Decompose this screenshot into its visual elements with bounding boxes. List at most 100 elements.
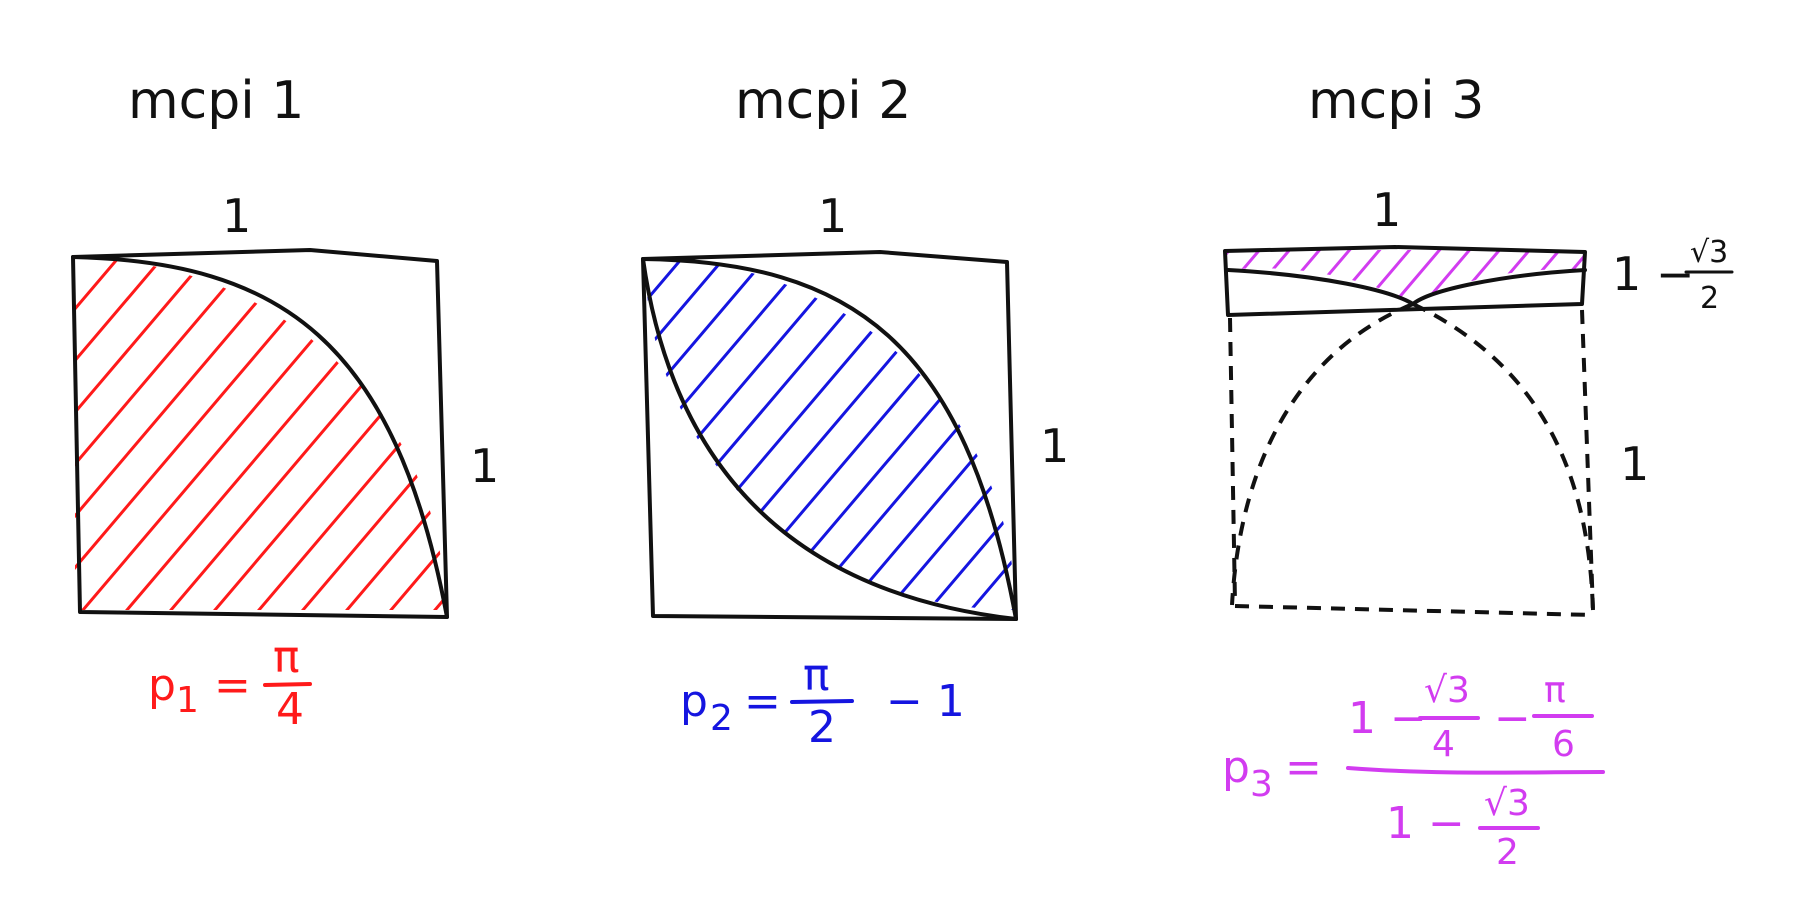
strip-label-numerator: √3 [1690,235,1728,270]
hatch-line [75,258,355,610]
hatch-line [372,258,445,610]
hatch-line [952,258,1015,610]
lower-arc [641,257,1018,621]
formula-lhs: p [1222,742,1250,793]
main-fraction-bar [1346,766,1605,775]
top-strip-rectangle [1223,245,1587,317]
hatch-line [910,258,1015,610]
panel-title: mcpi 3 [1308,71,1484,131]
formula-numerator: π [273,632,300,683]
numerator-fraction1-top: √3 [1424,670,1470,711]
hatch-line [814,240,1146,630]
numerator-fraction1-bottom: 4 [1432,724,1455,765]
hatch-line [784,258,1015,610]
formula-lhs: p [148,660,176,711]
hatch-line [0,240,2,630]
fraction-bar [263,682,312,687]
hatch-line [1348,250,1420,302]
denominator-fraction-top: √3 [1484,783,1530,824]
right-side-dashed [1580,309,1595,611]
formula-subscript: 3 [1250,764,1273,805]
hatch-line [1080,240,1412,630]
right-side-label: 1 [1040,419,1069,473]
hatch-line [1378,250,1450,302]
right-side-label: 1 [470,439,499,493]
formula-subscript: 2 [710,698,733,739]
hatch-line [645,258,783,610]
hatch-line [1318,250,1390,302]
formula-lhs: p [680,676,708,727]
left-side-dashed [1228,317,1237,604]
hatch-line [75,258,223,610]
hatch-line [75,258,267,610]
left-arc-dashed [1230,302,1414,606]
formula-p3: p 3 = 1 − √3 4 − π 6 1 − √3 2 [1222,670,1605,873]
hatch-line [1206,240,1538,630]
right-arc-dashed [1412,302,1595,616]
quarter-circle-arc [71,255,449,619]
denominator-fraction-bottom: 2 [1496,832,1519,873]
hatch-line [826,258,1015,610]
formula-subscript: 1 [176,680,199,721]
strip-label-lead: 1 − [1612,247,1694,301]
bottom-side-dashed [1234,604,1594,617]
unit-square [71,248,449,619]
numerator-minus: − [1494,693,1531,744]
panel-title: mcpi 2 [735,71,911,131]
formula-equals: = [1285,742,1322,793]
blue-hatching [240,240,1622,630]
panel-mcpi-2: mcpi 2 1 1 p 2 = π 2 − 1 [240,71,1622,753]
hatch-line [700,258,1015,610]
top-side-label: 1 [818,189,847,243]
hatch-line [282,240,614,630]
hatch-line [645,258,657,610]
panel-mcpi-3: mcpi 3 1 1 1 − √3 2 p 3 = 1 − √3 4 − [1140,71,1734,873]
panel-mcpi-1: mcpi 1 1 1 p 1 = π 4 [0,71,1146,735]
hatch-line [75,258,179,610]
hatch-line [196,258,445,610]
hatch-line [240,240,572,630]
hatch-line [1140,240,1208,320]
formula-p2: p 2 = π 2 − 1 [680,650,965,753]
strip-label-denominator: 2 [1700,281,1719,316]
hatch-line [462,240,794,630]
hatch-line [1290,240,1622,630]
red-hatching [0,240,1146,630]
fraction-bar [790,699,854,704]
hatch-line [75,258,311,610]
formula-denominator: 2 [808,702,836,753]
formula-denominator: 4 [276,684,304,735]
formula-p1: p 1 = π 4 [148,632,312,735]
strip-height-label: 1 − √3 2 [1612,235,1734,316]
upper-arc [641,257,1018,621]
hatch-line [742,258,1015,610]
hatch-line [328,258,445,610]
formula-tail: − 1 [886,676,965,727]
formula-equals: = [214,660,251,711]
hatch-line [75,258,135,610]
right-side-label: 1 [1620,437,1649,491]
hatch-region [240,240,1622,630]
hatch-line [0,240,46,630]
denominator-lead: 1 − [1386,798,1465,849]
formula-numerator: π [803,650,830,701]
unit-square [641,250,1018,621]
hatch-region [0,240,1146,630]
hatch-line [1164,240,1496,630]
hatch-line [1248,240,1580,630]
left-arc-solid [1226,268,1415,306]
right-arc-solid [1411,268,1587,306]
hatch-line [1038,240,1370,630]
hatch-line [240,258,445,610]
hatch-line [645,258,909,610]
hatch-line [645,258,825,610]
hatch-line [506,240,838,630]
numerator-lead: 1 − [1348,693,1427,744]
formula-equals: = [744,676,781,727]
hatch-line [75,258,399,610]
hatch-line [645,258,951,610]
numerator-fraction2-bottom: 6 [1552,724,1575,765]
top-side-label: 1 [222,189,251,243]
